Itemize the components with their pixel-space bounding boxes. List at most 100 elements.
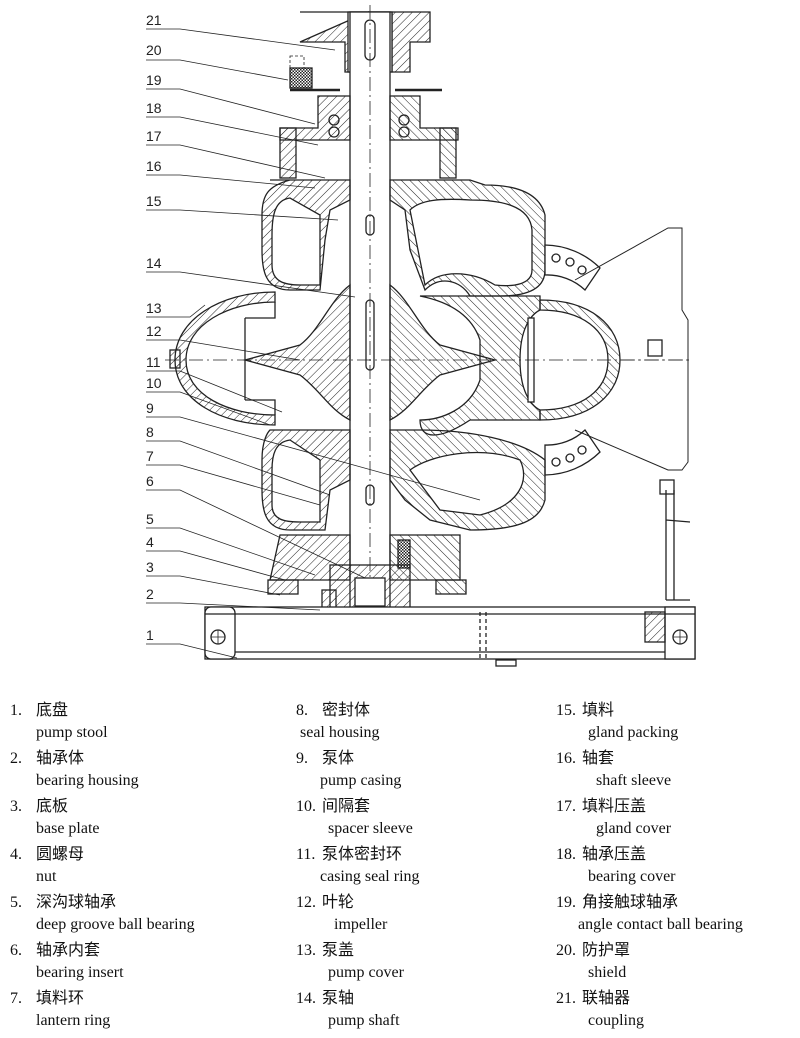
- pump-stool: [204, 606, 696, 660]
- part-name-en: shield: [588, 964, 627, 981]
- part-number: 12.: [296, 894, 316, 911]
- part-number: 2.: [10, 750, 22, 767]
- callout-9: 9: [146, 400, 154, 416]
- part-name-zh: 泵体: [322, 750, 355, 767]
- part-number: 6.: [10, 942, 22, 959]
- part-name-en: casing seal ring: [320, 868, 420, 885]
- callout-10: 10: [146, 375, 162, 391]
- callout-18: 18: [146, 100, 162, 116]
- pump-body: [165, 5, 696, 667]
- part-number: 10.: [296, 798, 316, 815]
- part-name-en: pump shaft: [328, 1012, 400, 1029]
- legend-entry: 9. 泵体 pump casing: [296, 748, 420, 796]
- part-name-zh: 密封体: [322, 702, 371, 719]
- legend-entry: 12. 叶轮 impeller: [296, 892, 420, 940]
- part-name-zh: 泵盖: [322, 942, 355, 959]
- part-number: 7.: [10, 990, 22, 1007]
- part-number: 14.: [296, 990, 316, 1007]
- part-number: 1.: [10, 702, 22, 719]
- part-name-zh: 填料: [582, 702, 615, 719]
- callout-8: 8: [146, 424, 154, 440]
- callout-11: 11: [146, 354, 161, 370]
- part-number: 13.: [296, 942, 316, 959]
- callout-1: 1: [146, 627, 154, 643]
- part-name-en: lantern ring: [36, 1012, 111, 1029]
- callout-13: 13: [146, 300, 162, 316]
- callout-numbers: 21 20 19 18 17 16 15 14 13 12 11 10 9 8 …: [146, 12, 162, 643]
- part-number: 5.: [10, 894, 22, 911]
- part-name-en: bearing insert: [36, 964, 124, 981]
- legend-entry: 4. 圆螺母 nut: [10, 844, 195, 892]
- part-number: 4.: [10, 846, 22, 863]
- callout-19: 19: [146, 72, 162, 88]
- part-name-zh: 圆螺母: [36, 846, 85, 863]
- part-name-en: spacer sleeve: [328, 820, 413, 837]
- legend-entry: 5. 深沟球轴承 deep groove ball bearing: [10, 892, 195, 940]
- part-name-en: gland cover: [596, 820, 672, 837]
- part-number: 8.: [296, 702, 308, 719]
- part-name-zh: 轴承压盖: [582, 846, 647, 863]
- part-name-zh: 叶轮: [322, 894, 355, 911]
- part-name-en: pump stool: [36, 724, 108, 741]
- part-number: 18.: [556, 846, 576, 863]
- callout-2: 2: [146, 586, 154, 602]
- callout-21: 21: [146, 12, 162, 28]
- part-number: 21.: [556, 990, 576, 1007]
- callout-5: 5: [146, 511, 154, 527]
- part-name-zh: 深沟球轴承: [36, 894, 117, 911]
- callout-6: 6: [146, 473, 154, 489]
- part-name-en: shaft sleeve: [596, 772, 672, 789]
- callout-7: 7: [146, 448, 154, 464]
- part-name-zh: 间隔套: [322, 798, 371, 815]
- legend-entry: 20. 防护罩 shield: [556, 940, 743, 988]
- callout-15: 15: [146, 193, 162, 209]
- part-name-en: angle contact ball bearing: [578, 916, 743, 933]
- legend-entry: 14. 泵轴 pump shaft: [296, 988, 420, 1036]
- part-name-en: pump cover: [328, 964, 404, 981]
- part-name-en: base plate: [36, 820, 100, 837]
- part-number: 19.: [556, 894, 576, 911]
- callout-3: 3: [146, 559, 154, 575]
- part-name-en: pump casing: [320, 772, 402, 789]
- part-name-zh: 底盘: [36, 702, 69, 719]
- part-name-zh: 填料压盖: [582, 798, 647, 815]
- part-name-zh: 底板: [36, 798, 69, 815]
- part-number: 20.: [556, 942, 576, 959]
- part-number: 17.: [556, 798, 576, 815]
- part-name-zh: 泵体密封环: [322, 846, 403, 863]
- pump-cover: [174, 291, 276, 426]
- part-name-zh: 防护罩: [582, 942, 631, 959]
- part-name-en: bearing housing: [36, 772, 139, 789]
- legend-entry: 10. 间隔套 spacer sleeve: [296, 796, 420, 844]
- part-name-zh: 轴承体: [36, 750, 85, 767]
- part-name-en: deep groove ball bearing: [36, 916, 195, 933]
- part-number: 16.: [556, 750, 576, 767]
- part-name-en: impeller: [334, 916, 388, 933]
- callout-14: 14: [146, 255, 162, 271]
- callout-12: 12: [146, 323, 162, 339]
- part-number: 9.: [296, 750, 308, 767]
- callout-20: 20: [146, 42, 162, 58]
- callout-17: 17: [146, 128, 162, 144]
- legend-entry: 2. 轴承体 bearing housing: [10, 748, 195, 796]
- part-name-en: nut: [36, 868, 57, 885]
- callout-4: 4: [146, 534, 154, 550]
- callout-16: 16: [146, 158, 162, 174]
- part-name-zh: 泵轴: [322, 990, 355, 1007]
- pump-cross-section-drawing: 21 20 19 18 17 16 15 14 13 12 11 10 9 8 …: [146, 5, 696, 667]
- legend-entry: 17. 填料压盖 gland cover: [556, 796, 743, 844]
- shield: [289, 67, 313, 89]
- legend-entry: 13. 泵盖 pump cover: [296, 940, 420, 988]
